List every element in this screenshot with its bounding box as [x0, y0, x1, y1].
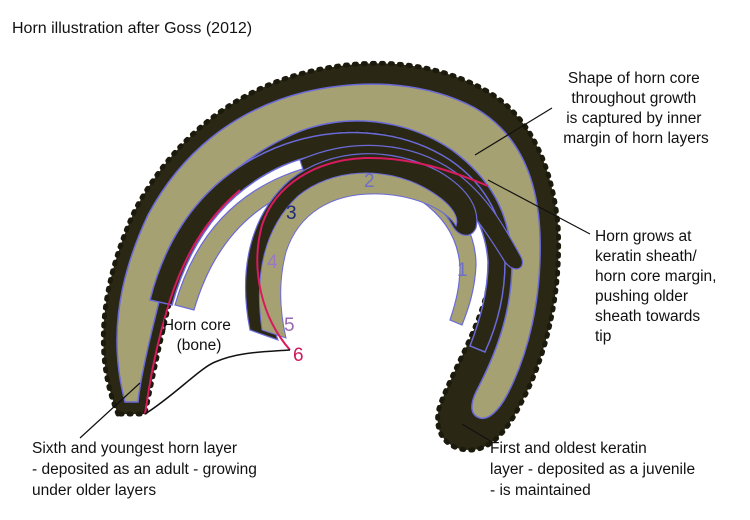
label-first-layer: First and oldest keratin layer - deposit…: [490, 440, 699, 499]
leader-sixth-layer: [79, 382, 141, 439]
label-sixth-layer: Sixth and youngest horn layer - deposite…: [32, 440, 261, 499]
layer-number-5: 5: [284, 315, 295, 336]
layer-number-3: 3: [286, 203, 297, 224]
label-growth-note: Horn grows at keratin sheath/ horn core …: [595, 228, 721, 345]
youngest-layer-margin: [256, 156, 489, 351]
label-horn-core: Horn core (bone): [163, 317, 235, 354]
diagram-title: Horn illustration after Goss (2012): [12, 20, 252, 37]
layer-number-4: 4: [267, 252, 278, 273]
layer-number-2: 2: [364, 171, 375, 192]
inner-layers-light: [258, 172, 458, 339]
horn-illustration: [100, 60, 562, 453]
layer-number-6: 6: [293, 345, 304, 366]
label-shape-note: Shape of horn core throughout growth is …: [563, 70, 709, 147]
leader-growth-note: [487, 179, 591, 235]
horn-core-outline: [144, 349, 291, 415]
sixth-layer-left-margin: [144, 189, 241, 415]
leader-shape-note: [474, 107, 553, 156]
layer-number-1: 1: [457, 260, 468, 281]
outer-light-band: [116, 83, 541, 420]
leader-first-layer: [461, 423, 493, 443]
